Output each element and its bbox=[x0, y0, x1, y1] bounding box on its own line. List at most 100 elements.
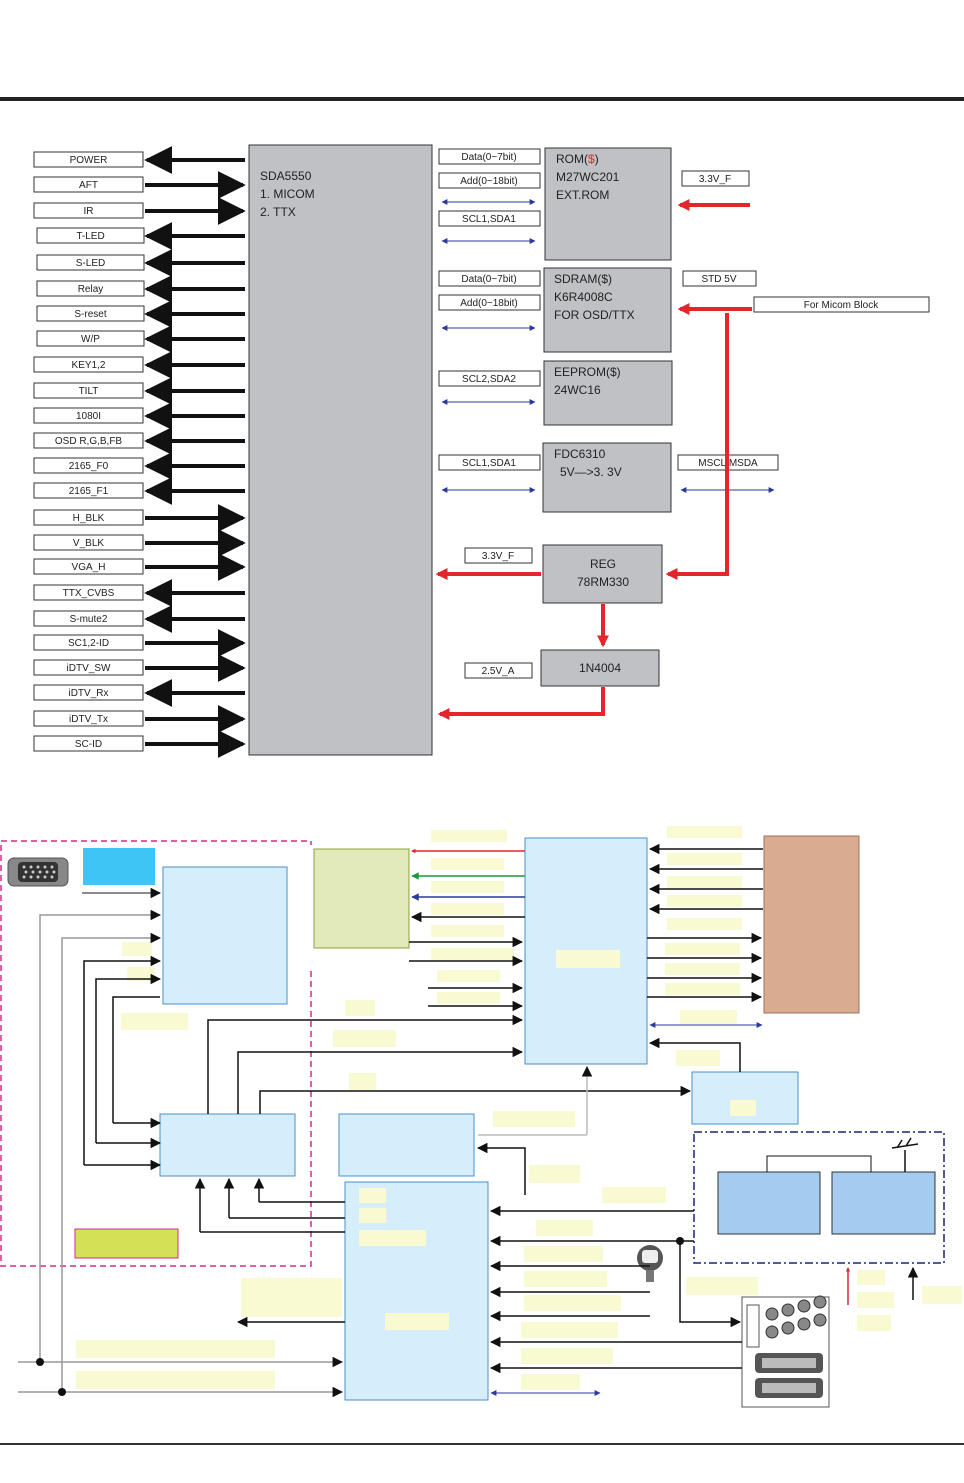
pin-label: SC1,2-ID bbox=[68, 638, 109, 649]
fdc-line1: FDC6310 bbox=[554, 447, 606, 461]
micom-title: SDA5550 bbox=[260, 169, 312, 183]
micom-pin-list: POWERAFTIRT-LEDS-LEDRelayS-resetW/PKEY1,… bbox=[33, 146, 246, 758]
pin-label: 1080I bbox=[76, 411, 101, 422]
junction-dot-c bbox=[676, 1237, 684, 1245]
rear-panel-connectors-icon bbox=[741, 1295, 830, 1408]
pin-label-box bbox=[36, 330, 145, 347]
pin-label-box bbox=[33, 151, 144, 168]
pin-label: SC-ID bbox=[75, 739, 102, 750]
pin-label: W/P bbox=[81, 334, 100, 345]
vga-connector-icon bbox=[7, 857, 69, 887]
pin-label: Relay bbox=[78, 284, 104, 295]
micom-line2: 2. TTX bbox=[260, 205, 296, 219]
diode-line1: 1N4004 bbox=[579, 661, 621, 675]
pin-label-box bbox=[36, 227, 145, 244]
pin-label-box bbox=[33, 432, 144, 449]
pin-label-box bbox=[33, 735, 144, 752]
rom-power: 3.3V_F bbox=[699, 174, 731, 185]
pin-label: iDTV_Tx bbox=[69, 714, 108, 725]
micom-power-line bbox=[665, 313, 729, 580]
reg-out: 3.3V_F bbox=[482, 551, 514, 562]
pin-label: OSD R,G,B,FB bbox=[55, 436, 123, 447]
tuner-dashed-region bbox=[693, 1131, 945, 1264]
tuner-block-b bbox=[831, 1171, 936, 1235]
audio-jack-icon bbox=[637, 1245, 663, 1282]
pin-label: POWER bbox=[70, 155, 108, 166]
micom-block bbox=[248, 144, 433, 756]
pin-label-box bbox=[33, 482, 144, 499]
junction-dot-a bbox=[36, 1358, 44, 1366]
pin-label: TILT bbox=[79, 386, 99, 397]
pin-label: VGA_H bbox=[72, 562, 106, 573]
sdram-line3: FOR OSD/TTX bbox=[554, 308, 635, 322]
eeprom-bus: SCL2,SDA2 bbox=[462, 374, 516, 385]
fdc-line2: 5V—>3. 3V bbox=[560, 465, 622, 479]
rom-bus-i2c: SCL1,SDA1 bbox=[462, 214, 516, 225]
eeprom-line2: 24WC16 bbox=[554, 383, 601, 397]
pin-label: H_BLK bbox=[73, 513, 105, 524]
rom-line3: EXT.ROM bbox=[556, 188, 609, 202]
pin-label-box bbox=[33, 407, 144, 424]
eeprom-line1: EEPROM($) bbox=[554, 365, 621, 379]
pin-label-box bbox=[33, 202, 144, 219]
rom-bus-data: Data(0~7bit) bbox=[461, 152, 516, 163]
bottom-rule bbox=[0, 1443, 964, 1445]
pin-label-box bbox=[33, 558, 144, 575]
pin-label: V_BLK bbox=[73, 538, 104, 549]
pin-label-box bbox=[36, 254, 145, 271]
right-small-block bbox=[691, 1071, 799, 1125]
sdram-power: STD 5V bbox=[701, 274, 736, 285]
antenna-icon bbox=[891, 1137, 919, 1172]
pink-dashed-region bbox=[0, 840, 312, 1267]
eeprom-block bbox=[543, 360, 673, 426]
junction-dot-b bbox=[58, 1388, 66, 1396]
brown-block bbox=[763, 835, 860, 1014]
middle-block bbox=[338, 1113, 475, 1177]
reg-block bbox=[542, 544, 663, 604]
pin-label: KEY1,2 bbox=[72, 360, 106, 371]
green-block bbox=[313, 848, 410, 949]
pin-label: S-LED bbox=[76, 258, 105, 269]
micom-line1: 1. MICOM bbox=[260, 187, 315, 201]
reg-out-box bbox=[464, 547, 533, 564]
pin-label: iDTV_Rx bbox=[68, 688, 108, 699]
top-rule bbox=[0, 97, 964, 101]
pin-label-box bbox=[33, 634, 144, 651]
pin-label: T-LED bbox=[76, 231, 104, 242]
sdram-line2: K6R4008C bbox=[554, 290, 613, 304]
lime-label-block bbox=[74, 1228, 179, 1259]
pin-label-box bbox=[33, 382, 144, 399]
sdram-block bbox=[543, 267, 672, 353]
pin-label: S-mute2 bbox=[70, 614, 108, 625]
micom-block-note-box bbox=[753, 296, 930, 313]
pin-label-box bbox=[33, 659, 144, 676]
diode-to-micom-arrow bbox=[437, 687, 605, 720]
fdc-bus1: SCL1,SDA1 bbox=[462, 458, 516, 469]
connection-lines bbox=[18, 843, 919, 1398]
rom-line2: M27WC201 bbox=[556, 170, 620, 184]
pin-label-box bbox=[36, 305, 145, 322]
pin-label-box bbox=[33, 457, 144, 474]
rom-bus-add: Add(0~18bit) bbox=[460, 176, 518, 187]
reg-line1: REG bbox=[590, 557, 616, 571]
pin-label-box bbox=[33, 356, 144, 373]
pin-label: IR bbox=[84, 206, 94, 217]
rom-block bbox=[544, 147, 672, 261]
sdram-bus-data-box bbox=[438, 270, 541, 287]
sdram-bus-add: Add(0~18bit) bbox=[460, 298, 518, 309]
sdram-line1: SDRAM($) bbox=[554, 272, 612, 286]
pin-label: 2165_F0 bbox=[69, 461, 109, 472]
diode-out-box bbox=[464, 662, 533, 679]
pin-label-box bbox=[33, 610, 144, 627]
sdram-power-box bbox=[682, 270, 757, 287]
sdram-bus-add-box bbox=[438, 294, 541, 311]
pin-label-box bbox=[33, 176, 144, 193]
fdc-bus1-box bbox=[438, 454, 541, 471]
blank-label-group bbox=[76, 826, 962, 1390]
fdc-block bbox=[542, 442, 672, 513]
rom-power-box bbox=[681, 170, 750, 187]
rom-bus-data-box bbox=[438, 148, 541, 165]
pin-label: AFT bbox=[79, 180, 98, 191]
pin-label-box bbox=[33, 509, 144, 526]
